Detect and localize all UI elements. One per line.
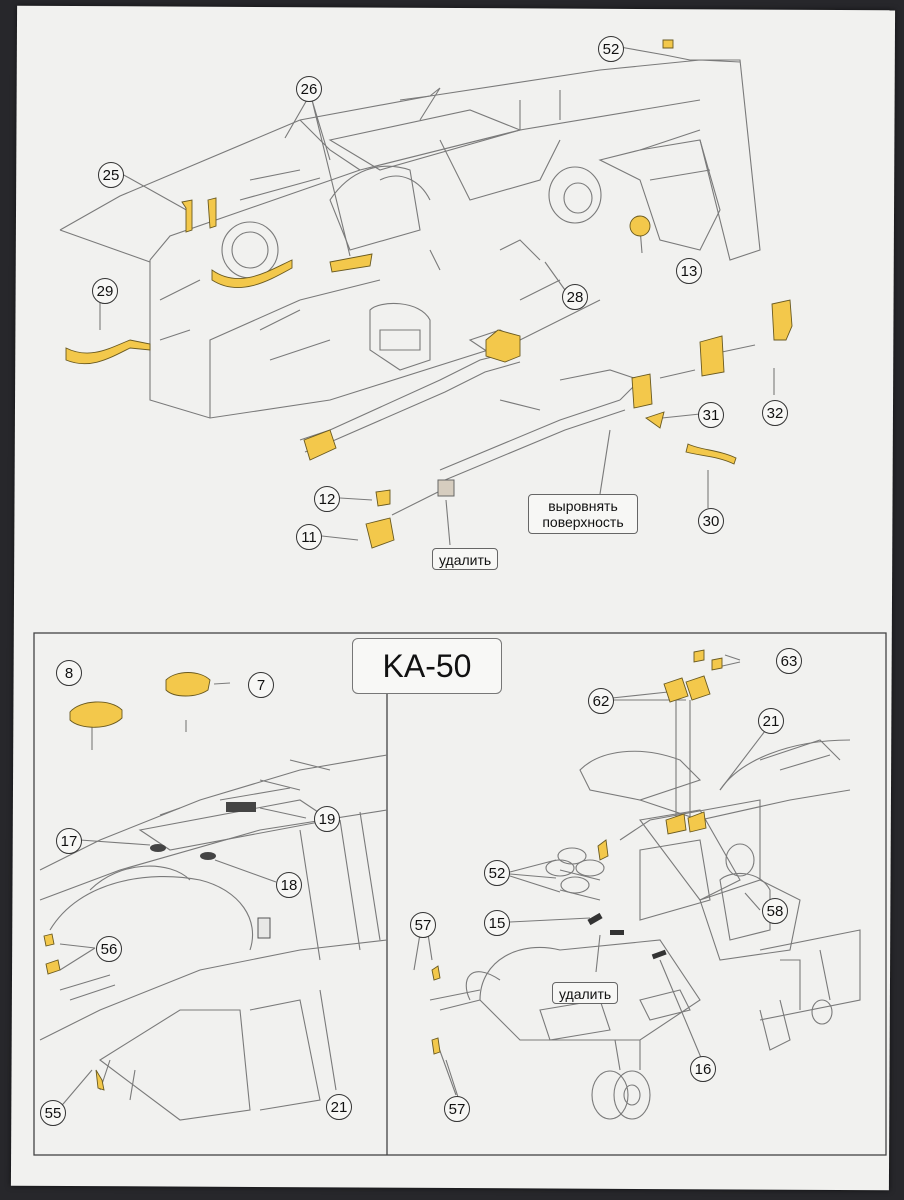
callout-7: 7 — [248, 672, 274, 698]
callout-55: 55 — [40, 1100, 66, 1126]
callout-57-top: 57 — [410, 912, 436, 938]
callout-11: 11 — [296, 524, 322, 550]
note-align-surface: выровнять поверхность — [528, 494, 638, 534]
callout-15: 15 — [484, 910, 510, 936]
callout-52-top: 52 — [598, 36, 624, 62]
callout-16: 16 — [690, 1056, 716, 1082]
callout-56: 56 — [96, 936, 122, 962]
callout-57-bottom: 57 — [444, 1096, 470, 1122]
callout-25: 25 — [98, 162, 124, 188]
callout-19: 19 — [314, 806, 340, 832]
callout-13: 13 — [676, 258, 702, 284]
note-remove-top: удалить — [432, 548, 498, 570]
callout-63: 63 — [776, 648, 802, 674]
callout-31: 31 — [698, 402, 724, 428]
model-title: KA-50 — [352, 638, 502, 694]
callout-62: 62 — [588, 688, 614, 714]
callout-32: 32 — [762, 400, 788, 426]
callout-21-right: 21 — [758, 708, 784, 734]
callout-52-bottom: 52 — [484, 860, 510, 886]
callout-12: 12 — [314, 486, 340, 512]
callout-30: 30 — [698, 508, 724, 534]
callout-26: 26 — [296, 76, 322, 102]
callout-58: 58 — [762, 898, 788, 924]
note-remove-bottom: удалить — [552, 982, 618, 1004]
callout-17: 17 — [56, 828, 82, 854]
callout-28: 28 — [562, 284, 588, 310]
callout-21-left: 21 — [326, 1094, 352, 1120]
callout-18: 18 — [276, 872, 302, 898]
callout-8: 8 — [56, 660, 82, 686]
callout-29: 29 — [92, 278, 118, 304]
